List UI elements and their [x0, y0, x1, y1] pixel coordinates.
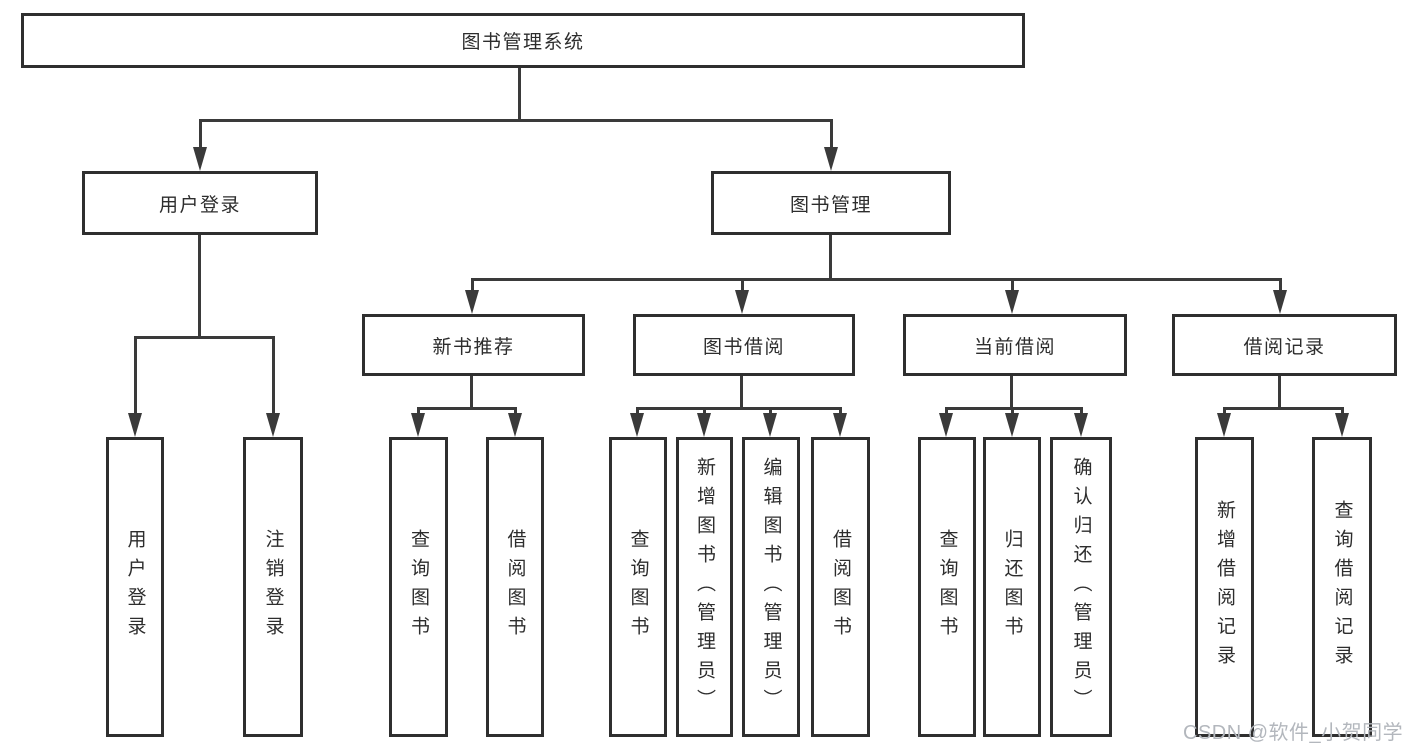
leaf-bb-borrow-book-label: 借阅图书 — [830, 529, 851, 645]
leaf-bb-edit-book-admin-label: 编辑图书（管理员） — [760, 456, 782, 718]
leaf-nb-borrow-book-label: 借阅图书 — [504, 529, 526, 645]
connector-line — [1278, 376, 1281, 410]
connector-line — [1279, 278, 1282, 294]
leaf-logout: 注销登录 — [243, 437, 303, 737]
connector-line — [1224, 407, 1343, 410]
leaf-user-login-label: 用户登录 — [124, 529, 146, 645]
connector-line — [272, 336, 275, 416]
arrow-down-icon — [1335, 413, 1349, 437]
arrow-down-icon — [939, 413, 953, 437]
leaf-cb-query-book: 查询图书 — [918, 437, 976, 737]
leaf-cb-confirm-return-admin: 确认归还（管理员） — [1050, 437, 1112, 737]
leaf-cb-confirm-return-admin-label: 确认归还（管理员） — [1070, 456, 1092, 718]
arrow-down-icon — [1005, 290, 1019, 314]
leaf-bb-borrow-book: 借阅图书 — [811, 437, 870, 737]
connector-line — [1011, 278, 1014, 294]
connector-line — [134, 336, 275, 339]
node-user-login-label: 用户登录 — [158, 194, 241, 216]
leaf-cb-return-book-label: 归还图书 — [1001, 529, 1023, 645]
leaf-br-add-record-label: 新增借阅记录 — [1214, 500, 1235, 674]
arrow-down-icon — [824, 147, 838, 171]
connector-line — [518, 68, 521, 122]
connector-line — [471, 278, 474, 294]
csdn-watermark: CSDN @软件_小贺同学 — [1183, 722, 1404, 744]
leaf-br-query-record: 查询借阅记录 — [1312, 437, 1372, 737]
node-new-book-recommend: 新书推荐 — [362, 314, 585, 376]
node-borrowing-records: 借阅记录 — [1172, 314, 1397, 376]
connector-line — [637, 407, 841, 410]
leaf-bb-edit-book-admin: 编辑图书（管理员） — [742, 437, 800, 737]
arrow-down-icon — [193, 147, 207, 171]
leaf-cb-return-book: 归还图书 — [983, 437, 1041, 737]
leaf-br-query-record-label: 查询借阅记录 — [1331, 500, 1353, 674]
leaf-cb-query-book-label: 查询图书 — [936, 529, 958, 645]
arrow-down-icon — [697, 413, 711, 437]
connector-line — [740, 376, 743, 410]
leaf-logout-label: 注销登录 — [262, 529, 284, 645]
node-current-borrowing: 当前借阅 — [903, 314, 1127, 376]
connector-line — [1010, 376, 1013, 410]
node-current-borrowing-label: 当前借阅 — [973, 336, 1056, 358]
arrow-down-icon — [763, 413, 777, 437]
arrow-down-icon — [266, 413, 280, 437]
connector-line — [471, 278, 1281, 281]
connector-line — [199, 119, 832, 122]
leaf-nb-query-book: 查询图书 — [389, 437, 448, 737]
connector-line — [134, 336, 137, 416]
node-root: 图书管理系统 — [21, 13, 1025, 68]
leaf-user-login: 用户登录 — [106, 437, 164, 737]
node-new-book-recommend-label: 新书推荐 — [432, 336, 515, 358]
arrow-down-icon — [833, 413, 847, 437]
node-book-borrowing-label: 图书借阅 — [702, 336, 785, 358]
leaf-bb-query-book: 查询图书 — [609, 437, 667, 737]
node-book-management: 图书管理 — [711, 171, 951, 235]
arrow-down-icon — [411, 413, 425, 437]
connector-line — [946, 407, 1082, 410]
arrow-down-icon — [1005, 413, 1019, 437]
arrow-down-icon — [1217, 413, 1231, 437]
node-book-management-label: 图书管理 — [789, 194, 872, 216]
arrow-down-icon — [465, 290, 479, 314]
node-borrowing-records-label: 借阅记录 — [1243, 336, 1326, 358]
leaf-br-add-record: 新增借阅记录 — [1195, 437, 1254, 737]
node-user-login: 用户登录 — [82, 171, 318, 235]
arrow-down-icon — [630, 413, 644, 437]
leaf-bb-add-book-admin: 新增图书（管理员） — [676, 437, 733, 737]
connector-line — [198, 235, 201, 339]
leaf-bb-query-book-label: 查询图书 — [627, 529, 649, 645]
node-root-label: 图书管理系统 — [461, 32, 585, 53]
arrow-down-icon — [1074, 413, 1088, 437]
connector-line — [418, 407, 516, 410]
connector-line — [741, 278, 744, 294]
arrow-down-icon — [735, 290, 749, 314]
connector-line — [199, 119, 202, 151]
arrow-down-icon — [1273, 290, 1287, 314]
connector-line — [470, 376, 473, 410]
arrow-down-icon — [128, 413, 142, 437]
arrow-down-icon — [508, 413, 522, 437]
leaf-nb-borrow-book: 借阅图书 — [486, 437, 544, 737]
leaf-nb-query-book-label: 查询图书 — [408, 529, 429, 645]
connector-line — [830, 119, 833, 151]
node-book-borrowing: 图书借阅 — [633, 314, 855, 376]
connector-line — [829, 235, 832, 281]
leaf-bb-add-book-admin-label: 新增图书（管理员） — [694, 456, 715, 718]
